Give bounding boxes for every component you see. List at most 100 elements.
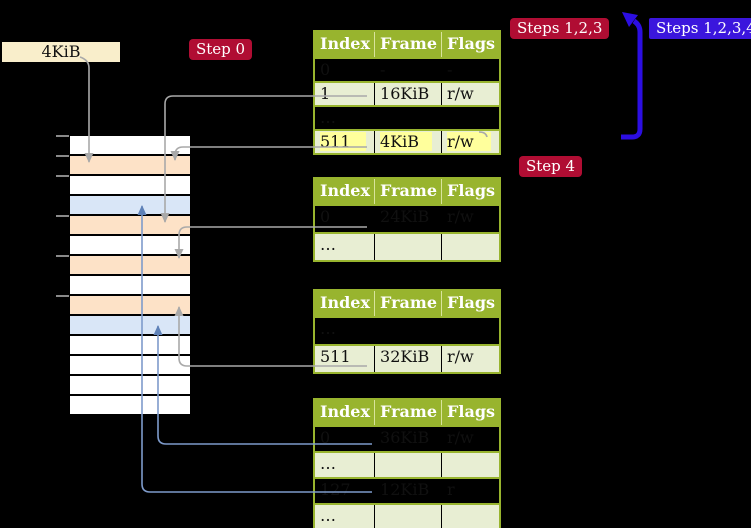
table-cell: 4KiB: [374, 130, 442, 154]
column-header: Flags: [441, 31, 501, 58]
table-row: …: [314, 233, 501, 261]
column-header: Frame: [374, 178, 442, 205]
table-cell: 0: [320, 60, 331, 79]
table-cell: 0: [320, 207, 331, 226]
table-cell: r/w: [441, 205, 501, 233]
table-cell: 1: [320, 84, 331, 103]
memory-tick: [56, 295, 69, 297]
table-cell: [441, 504, 501, 528]
table-cell: r: [441, 478, 501, 504]
table-cell: r/w: [441, 345, 501, 373]
column-header: Flags: [441, 178, 501, 205]
memory-frame-row: [70, 196, 190, 216]
highlighted-value: r/w: [447, 132, 492, 151]
table-cell: [441, 317, 501, 345]
memory-frame-row: [70, 356, 190, 376]
table-cell: [374, 233, 442, 261]
table-cell: 16KiB: [374, 82, 442, 106]
memory-frame-row: [70, 336, 190, 356]
memory-frame-row: [70, 376, 190, 396]
table-cell: [441, 106, 501, 130]
table-cell: 0: [320, 428, 331, 447]
memory-frame-row: [70, 316, 190, 336]
table-cell: …: [320, 319, 336, 338]
memory-tick: [56, 135, 69, 137]
table-cell: 24KiB: [374, 205, 442, 233]
table-cell: 36KiB: [374, 426, 442, 452]
table-cell: [374, 317, 442, 345]
column-header: Index: [314, 399, 375, 426]
memory-tick: [56, 255, 69, 257]
column-header: Flags: [441, 399, 501, 426]
memory-frame-row: [70, 156, 190, 176]
table-cell: 12KiB: [374, 478, 442, 504]
column-header: Index: [314, 290, 375, 317]
table-cell: 511: [320, 347, 351, 366]
column-header: Index: [314, 178, 375, 205]
table-cell: r/w: [441, 82, 501, 106]
table-cell: [374, 452, 442, 478]
table-row: …: [314, 317, 501, 345]
loop-arrow-line: [621, 18, 643, 140]
table-row: …: [314, 106, 501, 130]
column-header: Index: [314, 31, 375, 58]
memory-frame-row: [70, 136, 190, 156]
physical-memory-column: [70, 136, 190, 416]
table-cell: …: [320, 235, 336, 254]
memory-frame-row: [70, 236, 190, 256]
table-cell: [441, 452, 501, 478]
table-cell: 511: [314, 130, 375, 154]
table-row: 0--: [314, 58, 501, 82]
loop-arrowhead-icon: [622, 12, 638, 27]
table-row: 511 4KiB r/w: [314, 130, 501, 154]
table-cell: [374, 106, 442, 130]
table-cell: 32KiB: [374, 345, 442, 373]
table-cell: …: [320, 108, 336, 127]
column-header: Frame: [374, 399, 442, 426]
column-header: Frame: [374, 290, 442, 317]
memory-frame-row: [70, 396, 190, 416]
memory-frame-row: [70, 176, 190, 196]
memory-frame-row: [70, 256, 190, 276]
memory-tick: [56, 155, 69, 157]
column-header: Frame: [374, 31, 442, 58]
memory-tick: [56, 215, 69, 217]
table-cell: [374, 504, 442, 528]
step4-label: Step 4: [519, 156, 583, 177]
memory-frame-row: [70, 216, 190, 236]
table-row: …: [314, 504, 501, 528]
memory-frame-row: [70, 276, 190, 296]
step0-label: Step 0: [189, 39, 253, 60]
steps1234-label: Steps 1,2,3,4: [649, 18, 751, 39]
table-cell: [441, 233, 501, 261]
steps123-label: Steps 1,2,3: [510, 18, 610, 39]
table-cell: -: [441, 58, 501, 82]
table-row: …: [314, 452, 501, 478]
highlighted-value: 4KiB: [380, 132, 433, 151]
memory-tick: [56, 175, 69, 177]
page-size-label: 4KiB: [2, 42, 120, 62]
table-cell: …: [320, 454, 336, 473]
table-cell: r/w: [441, 130, 501, 154]
column-header: Flags: [441, 290, 501, 317]
highlighted-value: 511: [320, 132, 366, 151]
table-cell: …: [320, 506, 336, 525]
